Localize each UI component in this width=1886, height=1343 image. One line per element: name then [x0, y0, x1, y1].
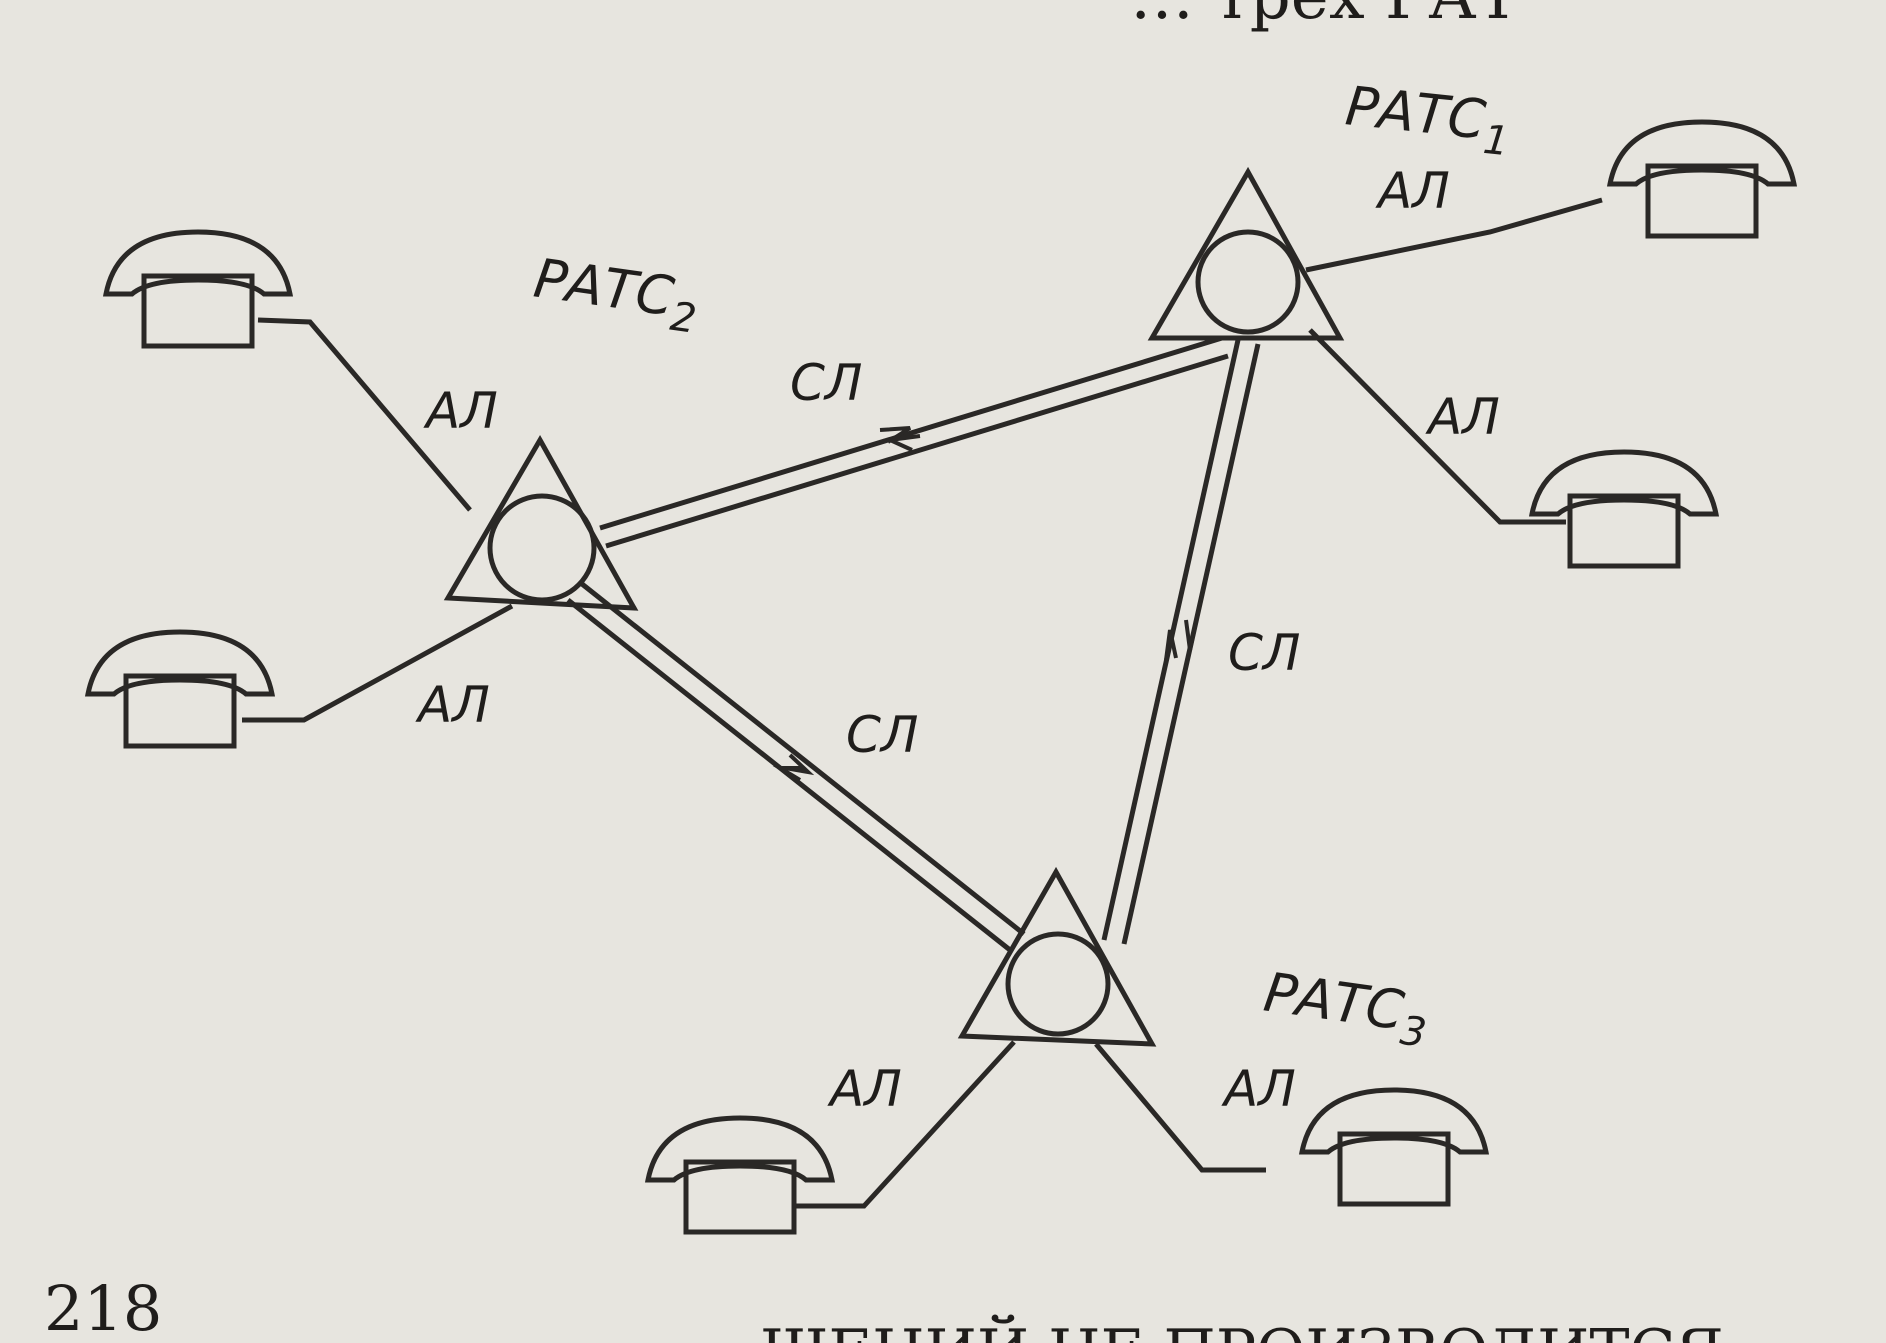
telephone-icon-4 [1532, 452, 1716, 566]
trunk-line-label: СЛ [790, 354, 863, 412]
subscriber-line-label: АЛ [827, 1060, 902, 1118]
telephone-icon-3 [1610, 122, 1794, 236]
subscriber-line-label: АЛ [423, 382, 498, 440]
station-label-3: РАТС3 [1259, 960, 1433, 1056]
station-1 [1147, 166, 1345, 341]
telephone-icon-1 [106, 232, 290, 346]
subscriber-lines [242, 197, 1603, 1209]
telephone-icon-6 [1302, 1090, 1486, 1204]
station-label-2: РАТС2 [529, 246, 703, 342]
telephone-icon-5 [648, 1118, 832, 1232]
trunk-line-1-3 [1101, 339, 1261, 945]
subscriber-line-label: АЛ [1375, 162, 1450, 220]
bottom-text: ЩЕНИЙ НЕ ПРОИЗВОДИТСЯ [760, 1314, 1724, 1343]
station-2 [443, 434, 639, 611]
page-number: 218 [44, 1272, 162, 1343]
trunk-line-label: СЛ [846, 706, 919, 764]
subscriber-line-label: АЛ [1221, 1060, 1296, 1118]
telephone-icon-2 [88, 632, 272, 746]
trunk-line-label: СЛ [1228, 624, 1301, 682]
subscriber-line-label: АЛ [415, 676, 490, 734]
station-label-1: РАТС1 [1341, 74, 1513, 165]
station-3 [957, 866, 1157, 1047]
trunk-line-2-1 [599, 335, 1229, 549]
subscriber-line-label: АЛ [1425, 388, 1500, 446]
trunk-line-2-3 [566, 582, 1026, 952]
header-text: … трех РАТ [1130, 0, 1520, 34]
